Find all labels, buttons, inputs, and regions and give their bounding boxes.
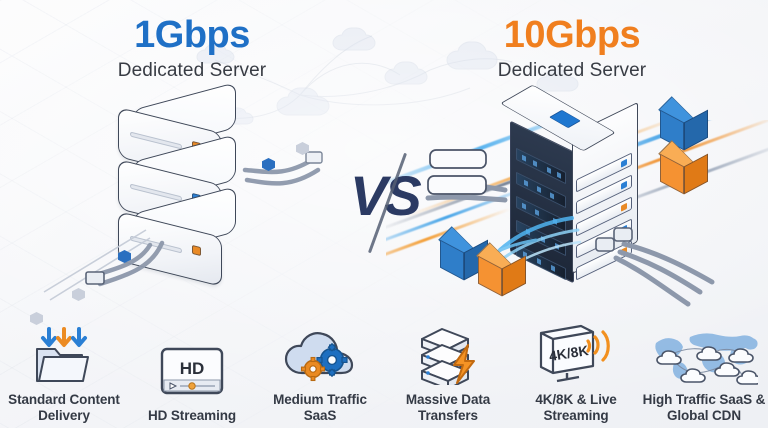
world-map-cloud-cdn-icon — [650, 325, 758, 385]
feature-4k8k-live-streaming[interactable]: 4K/8K 4K/8K & Live Streaming — [512, 306, 640, 424]
network-node-hex-gray-2 — [30, 312, 43, 325]
hd-badge-text: HD — [180, 359, 205, 378]
server-unit-bottom — [118, 186, 238, 287]
network-node-hex-gray-3 — [296, 142, 309, 155]
feature-label: HD Streaming — [147, 408, 237, 424]
resolution-badge-text: 4K/8K — [548, 342, 590, 364]
hd-video-player-icon: HD — [155, 341, 229, 401]
feature-label: Medium Traffic SaaS — [273, 392, 367, 424]
feature-label: Standard Content Delivery — [8, 392, 120, 424]
left-title-block: 1Gbps Dedicated Server — [42, 14, 342, 82]
right-speed-title: 10Gbps — [503, 14, 641, 56]
folder-download-icon — [27, 325, 101, 385]
network-node-hex-blue-1 — [262, 158, 275, 171]
versus-label: VS — [350, 164, 422, 227]
feature-hd-streaming[interactable]: HD HD Streaming — [128, 306, 256, 424]
feature-label: High Traffic SaaS & Global CDN — [642, 392, 766, 424]
network-node-hex-blue-2 — [118, 250, 131, 263]
right-title-block: 10Gbps Dedicated Server — [422, 14, 722, 82]
right-server-rack-illustration — [500, 84, 660, 292]
network-node-hex-gray-1 — [72, 288, 85, 301]
left-speed-title: 1Gbps — [134, 14, 250, 56]
versus-divider: VS — [350, 152, 428, 254]
monitor-4k8k-broadcast-icon: 4K/8K — [533, 325, 619, 385]
feature-label: 4K/8K & Live Streaming — [535, 392, 617, 424]
server-stack-lightning-icon — [408, 325, 488, 386]
feature-massive-data-transfers[interactable]: Massive Data Transfers — [384, 306, 512, 424]
feature-label: Massive Data Transfers — [405, 392, 491, 424]
feature-standard-content-delivery[interactable]: Standard Content Delivery — [0, 306, 128, 424]
left-subtitle: Dedicated Server — [117, 59, 267, 81]
data-cube-orange-top — [658, 140, 708, 195]
right-subtitle: Dedicated Server — [497, 59, 647, 81]
feature-high-traffic-saas-cdn[interactable]: High Traffic SaaS & Global CDN — [640, 306, 768, 424]
data-cube-orange-mid — [476, 242, 526, 297]
feature-row: Standard Content Delivery HD HD Streamin… — [0, 306, 768, 424]
feature-medium-traffic-saas[interactable]: Medium Traffic SaaS — [256, 306, 384, 424]
cloud-gears-icon — [280, 325, 360, 385]
left-server-stack-illustration — [118, 82, 294, 287]
